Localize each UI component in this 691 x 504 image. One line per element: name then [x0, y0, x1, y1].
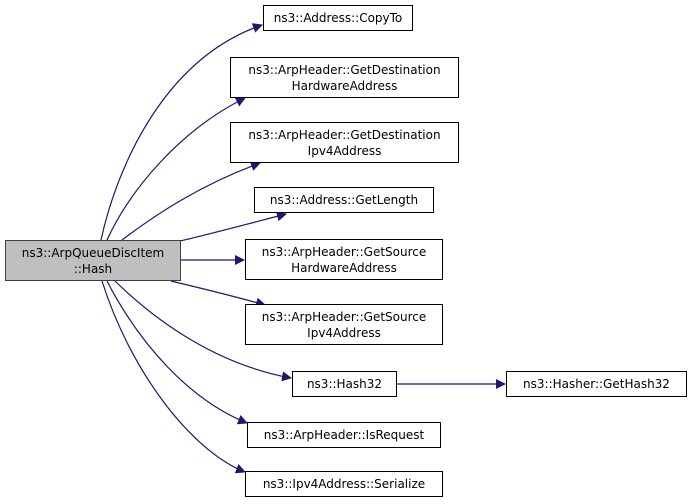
- edge-root-to-serialize: [101, 280, 246, 474]
- node-label-line: ns3::Ipv4Address::Serialize: [262, 477, 426, 491]
- edge-root-to-isrequest: [106, 280, 248, 425]
- node-label-line: HardwareAddress: [291, 78, 398, 93]
- node-arpheader-getdestinationipv4address[interactable]: ns3::ArpHeader::GetDestination Ipv4Addre…: [230, 122, 459, 163]
- node-hasher-gethash32[interactable]: ns3::Hasher::GetHash32: [506, 371, 687, 397]
- node-arpheader-getsourcehardwareaddress[interactable]: ns3::ArpHeader::GetSource HardwareAddres…: [245, 239, 443, 280]
- edge-root-to-hash32: [114, 280, 292, 382]
- node-label-line: ns3::Hasher::GetHash32: [523, 377, 670, 391]
- node-label-line: ns3::ArpHeader::IsRequest: [263, 428, 425, 442]
- node-label-line: ns3::ArpHeader::GetSource: [261, 309, 427, 324]
- edge-root-to-getdsthw: [106, 97, 246, 241]
- node-address-copyto[interactable]: ns3::Address::CopyTo: [263, 5, 413, 31]
- node-hash32[interactable]: ns3::Hash32: [292, 371, 397, 397]
- node-label-line: ns3::ArpHeader::GetDestination: [248, 62, 441, 77]
- node-label-line: ns3::ArpHeader::GetDestination: [248, 127, 441, 142]
- edge-root-to-getdstipv4: [121, 161, 261, 241]
- edge-root-to-getsrcipv4: [170, 280, 266, 308]
- node-arpheader-isrequest[interactable]: ns3::ArpHeader::IsRequest: [247, 422, 441, 448]
- node-label-line: ns3::Address::CopyTo: [273, 11, 403, 25]
- node-ipv4address-serialize[interactable]: ns3::Ipv4Address::Serialize: [245, 471, 443, 497]
- node-arpheader-getsourceipv4address[interactable]: ns3::ArpHeader::GetSource Ipv4Address: [245, 304, 443, 345]
- node-label-line: Ipv4Address: [307, 143, 382, 158]
- node-label-line: ::Hash: [73, 261, 113, 276]
- edge-root-to-getlength: [179, 211, 287, 242]
- node-label-line: HardwareAddress: [291, 260, 397, 275]
- node-label-line: ns3::ArpQueueDiscItem: [21, 245, 165, 260]
- node-label-line: Ipv4Address: [307, 325, 381, 340]
- node-label-line: ns3::ArpHeader::GetSource: [261, 244, 427, 259]
- node-label-line: ns3::Hash32: [306, 377, 383, 391]
- edge-root-to-copyto: [100, 23, 263, 241]
- node-address-getlength[interactable]: ns3::Address::GetLength: [254, 187, 434, 213]
- node-label-line: ns3::Address::GetLength: [269, 193, 419, 207]
- node-arpheader-getdestinationhardwareaddress[interactable]: ns3::ArpHeader::GetDestination HardwareA…: [230, 57, 459, 98]
- node-arpqueuediscitem-hash[interactable]: ns3::ArpQueueDiscItem ::Hash: [5, 240, 181, 281]
